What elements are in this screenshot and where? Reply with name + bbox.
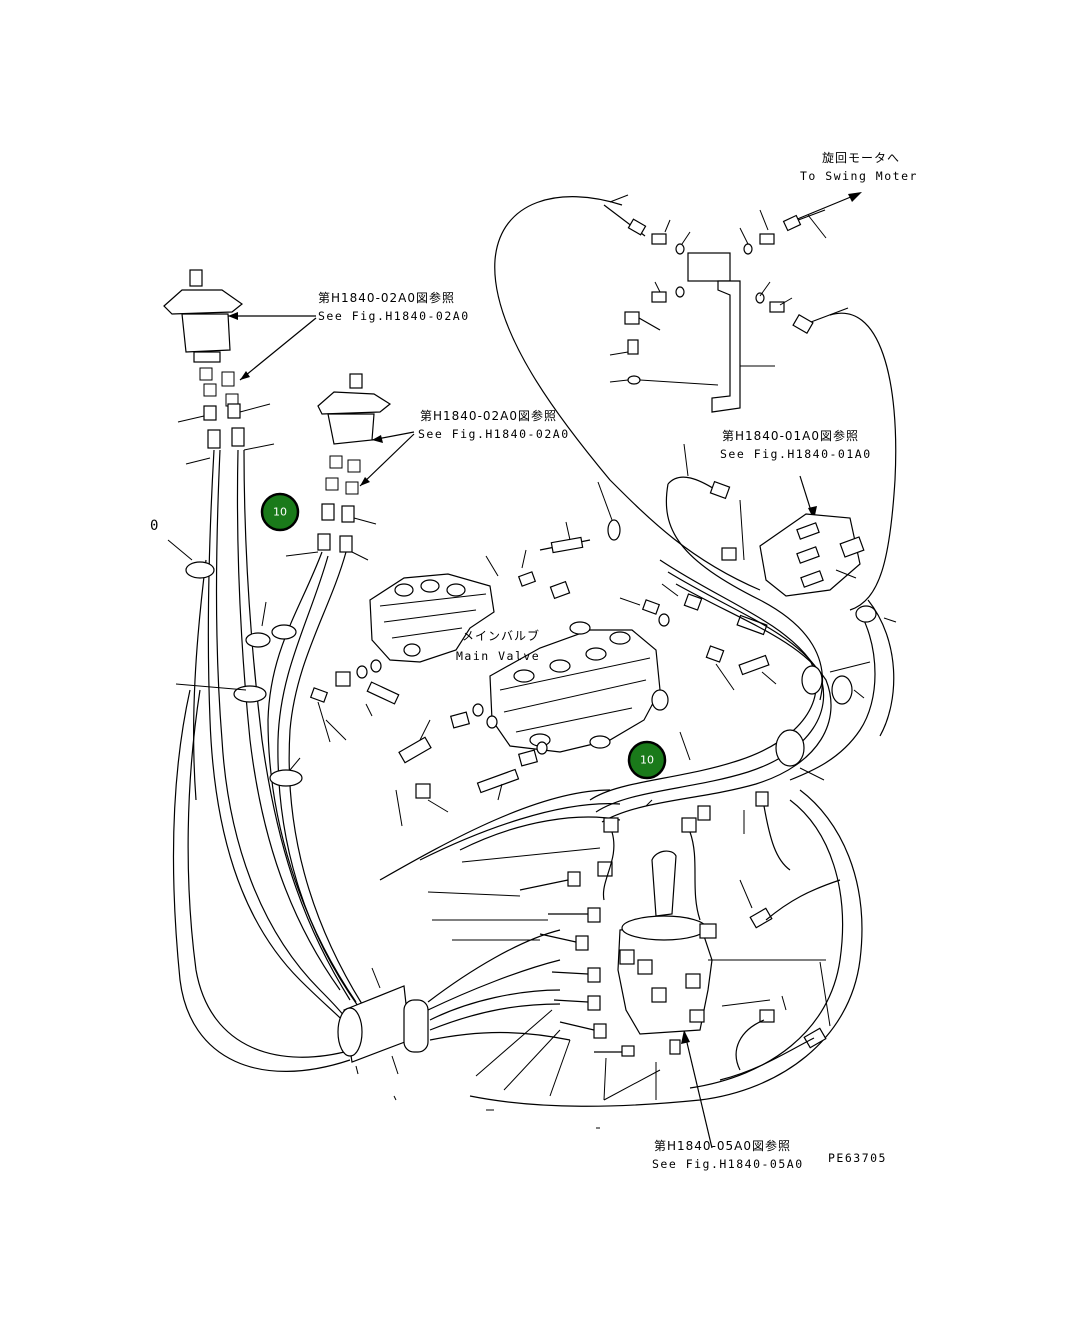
badge-circle bbox=[260, 492, 300, 532]
hose-clamp-bundle bbox=[337, 929, 600, 1129]
badge-label: 10 bbox=[273, 506, 287, 519]
ref-right-en: See Fig.H1840-01A0 bbox=[720, 447, 872, 461]
swing-motor-arrow bbox=[794, 192, 862, 221]
swing-bracket-assembly bbox=[603, 194, 849, 413]
badge-circle bbox=[627, 740, 667, 780]
callout-badge-10-center[interactable]: 10 bbox=[627, 740, 667, 780]
ref-top-left-en: See Fig.H1840-02A0 bbox=[318, 309, 470, 323]
ref-mid-left-en: See Fig.H1840-02A0 bbox=[418, 427, 570, 441]
valve-fittings bbox=[309, 481, 777, 827]
loose-mark: 0 bbox=[150, 518, 160, 534]
part-number: PE63705 bbox=[828, 1151, 887, 1165]
ppc-valve-middle bbox=[285, 373, 392, 561]
ref-bottom-jp: 第H1840-05A0図参照 bbox=[654, 1138, 791, 1153]
labels: 旋回モータへ To Swing Moter 第H1840-02A0図参照 See… bbox=[150, 151, 918, 1171]
center-swivel-joint bbox=[427, 791, 841, 1101]
main-valve-label-en: Main Valve bbox=[456, 649, 540, 663]
main-valve-block bbox=[369, 573, 691, 761]
swing-label-en: To Swing Moter bbox=[800, 169, 918, 183]
ref-top-left-jp: 第H1840-02A0図参照 bbox=[318, 290, 455, 305]
solenoid-valve-right bbox=[665, 443, 865, 701]
swing-hose-loop bbox=[494, 196, 897, 611]
right-hose-bundle bbox=[379, 559, 897, 1107]
badge-label: 10 bbox=[640, 754, 654, 767]
main-valve-label-jp: メインバルブ bbox=[462, 628, 540, 643]
swing-label-jp: 旋回モータへ bbox=[822, 151, 900, 165]
ref-mid-left-jp: 第H1840-02A0図参照 bbox=[420, 408, 557, 423]
left-hose-bundle bbox=[167, 449, 363, 1073]
ref-right-jp: 第H1840-01A0図参照 bbox=[722, 428, 859, 443]
ref-bottom-en: See Fig.H1840-05A0 bbox=[652, 1157, 804, 1171]
ppc-valve-left bbox=[163, 269, 275, 465]
callout-badge-10-left[interactable]: 10 bbox=[260, 492, 300, 532]
reference-leaders bbox=[228, 312, 817, 1149]
